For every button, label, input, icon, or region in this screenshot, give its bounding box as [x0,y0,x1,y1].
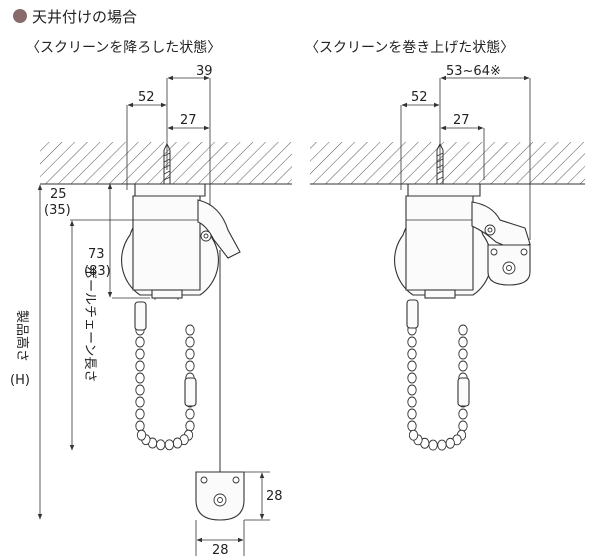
left-view: 39 52 27 [10,64,292,558]
chain-bead [185,420,195,432]
chain-bead [185,408,195,420]
dim-52-right: 52 [411,90,428,105]
bracket-right [407,183,481,197]
chain-bead [135,384,145,396]
dim-35: (35) [44,203,71,218]
roller-body-right [394,195,492,299]
chain-bead [407,384,417,396]
chain-bead [458,348,468,360]
dim-28-horizontal: 28 [212,543,229,558]
bottom-weight-right [487,244,531,286]
chain-length-label: ボールチェーン長さ [82,266,97,382]
chain-bead [458,360,468,372]
roller-body-left [121,195,219,300]
mounting-screw-left [163,142,171,190]
ceiling-hatch-right [310,142,585,185]
ceiling-hatch-left [40,142,292,185]
chain-bead [135,336,145,348]
header: 天井付けの場合 [13,8,137,26]
chain-bead [407,420,417,432]
chain-bead [156,439,166,451]
chain-bead [408,429,419,441]
chain-bead [428,439,438,451]
chain-bead [407,396,417,408]
bottom-dimensions-left: 28 28 [195,471,283,558]
dim-27-right: 27 [453,113,470,128]
height-dimensions-left: 25 (35) 73 (83) ボールチェーン長さ 製品高さ (H) [10,183,150,520]
dim-25: 25 [50,187,67,202]
chain-stopper-left-a [134,301,147,331]
chain-bead [185,348,195,360]
chain-bead [172,437,183,449]
product-height-label: 製品高さ [14,310,30,362]
chain-bead [135,408,145,420]
mounting-screw-right [436,142,444,190]
product-height-unit: (H) [10,373,30,388]
bracket-left [134,183,206,197]
chain-bead [407,336,417,348]
top-dimensions-left: 39 52 27 [126,64,213,240]
dim-73: 73 [88,247,105,262]
top-dimensions-right: 53~64※ 52 27 [400,64,531,240]
right-view: 53~64※ 52 27 [310,64,585,451]
chain-bead [458,420,468,432]
chain-bead [407,360,417,372]
dim-53-64: 53~64※ [446,64,501,79]
bottom-weight-left [195,471,245,521]
chain-bead [437,439,447,451]
operation-lever-left [197,199,241,259]
chain-bead [135,420,145,432]
dim-39: 39 [196,64,213,79]
chain-bead [135,360,145,372]
chain-bead [185,324,195,336]
chain-bead [458,336,468,348]
chain-bead [445,437,455,449]
chain-bead [135,396,145,408]
chain-bead [407,348,417,360]
right-caption: 〈スクリーンを巻き上げた状態〉 [305,40,514,56]
dim-28-vertical: 28 [266,489,283,504]
chain-bead [136,429,147,441]
chain-bead [135,372,145,384]
header-bullet [13,9,27,23]
dim-27-left: 27 [180,113,197,128]
chain-bead [185,360,195,372]
chain-bead [135,348,145,360]
left-caption: 〈スクリーンを降ろした状態〉 [26,40,221,56]
chain-stopper-right-b [457,377,470,407]
dim-52-left: 52 [138,90,155,105]
chain-bead [164,439,174,451]
chain-stopper-left-b [184,377,197,407]
chain-bead [407,372,417,384]
chain-bead [458,324,468,336]
chain-bead [458,408,468,420]
chain-stopper-right-a [406,299,419,329]
dim-83: (83) [84,264,111,279]
chain-bead [185,336,195,348]
header-title: 天井付けの場合 [32,8,137,26]
chain-bead [407,408,417,420]
